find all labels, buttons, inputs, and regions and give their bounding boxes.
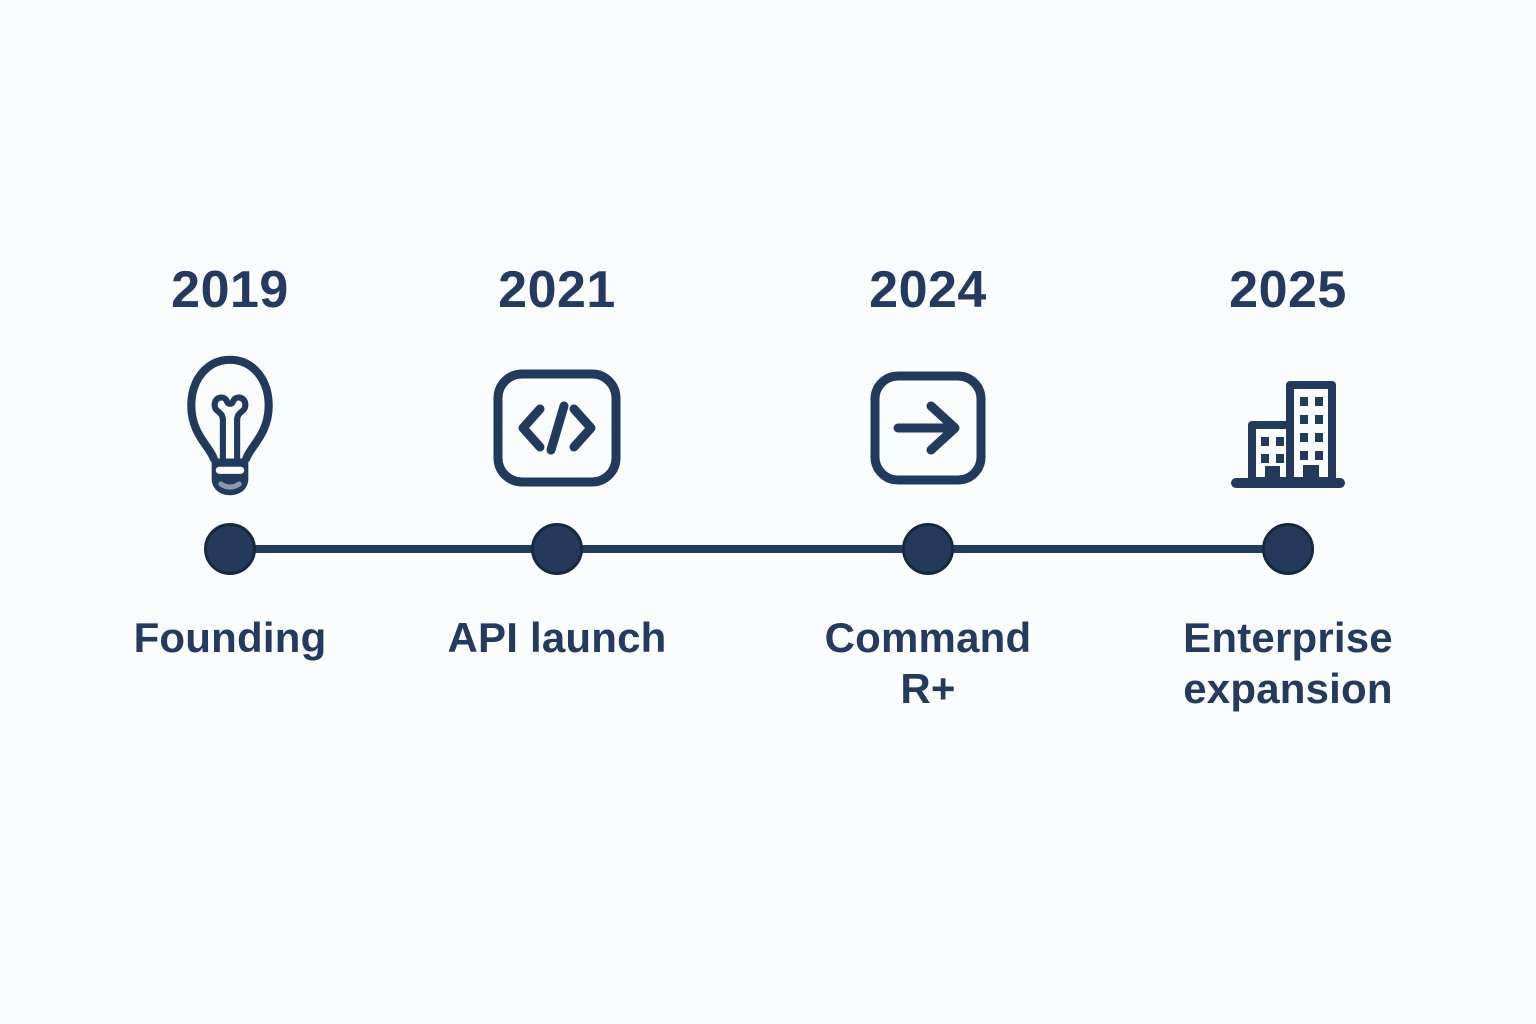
milestone-label: Enterprise expansion: [1183, 614, 1393, 713]
milestone-year: 2019: [171, 261, 289, 319]
timeline-line: [230, 545, 1288, 553]
milestone-year: 2024: [869, 261, 987, 319]
timeline-dot-2021: [531, 523, 583, 575]
milestone-label: Founding: [133, 614, 327, 661]
lightbulb-icon: [60, 348, 400, 508]
code-icon: [387, 348, 727, 508]
milestone-label: API launch: [447, 614, 667, 661]
timeline-dot-2025: [1262, 523, 1314, 575]
timeline-dot-2019: [204, 523, 256, 575]
milestone-label: Command R+: [824, 614, 1032, 713]
milestone-year: 2025: [1229, 261, 1347, 319]
buildings-icon: [1118, 348, 1458, 508]
milestone-year: 2021: [498, 261, 616, 319]
arrow-right-icon: [758, 348, 1098, 508]
timeline-dot-2024: [902, 523, 954, 575]
